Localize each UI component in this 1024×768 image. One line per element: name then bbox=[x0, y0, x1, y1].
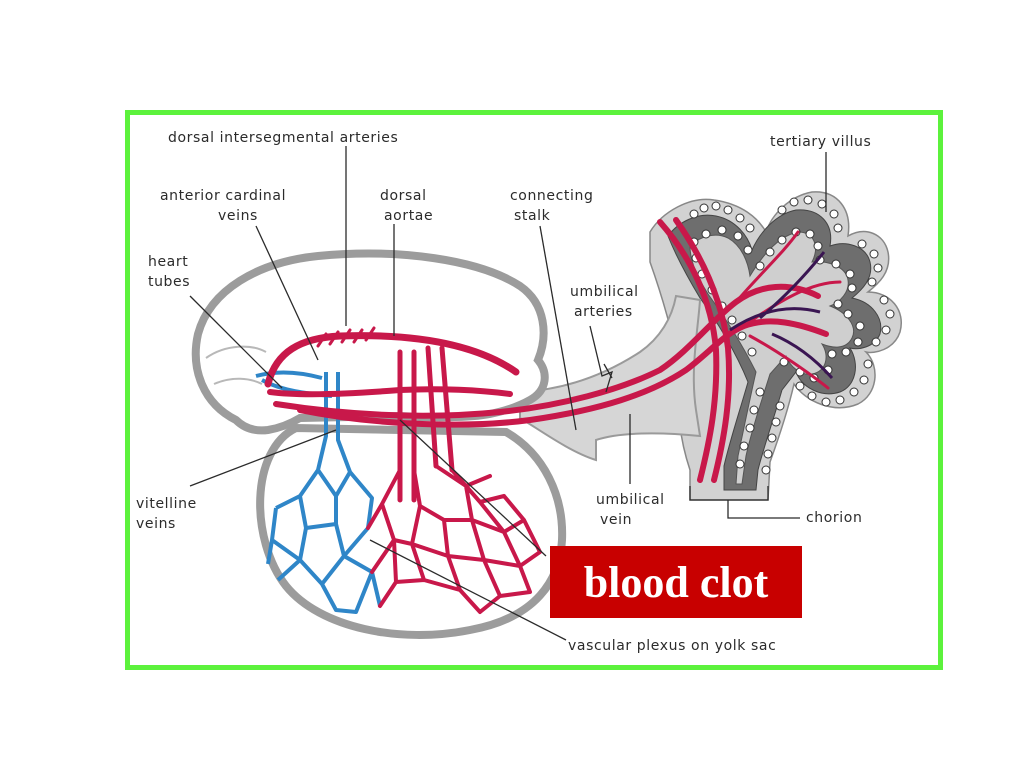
label-vitelline-veins-line2: veins bbox=[136, 516, 176, 532]
label-vitelline-veins-line1: vitelline bbox=[136, 496, 197, 512]
labels: dorsal intersegmental arteries anterior … bbox=[136, 130, 871, 654]
label-anterior-cardinal-veins-line1: anterior cardinal bbox=[160, 188, 286, 204]
label-connecting-stalk-line1: connecting bbox=[510, 188, 593, 204]
label-dorsal-aortae-line2: aortae bbox=[384, 208, 433, 224]
yolk-sac bbox=[256, 423, 567, 639]
label-dorsal-intersegmental-arteries: dorsal intersegmental arteries bbox=[168, 130, 398, 146]
blood-clot-callout: blood clot bbox=[550, 546, 802, 618]
label-tertiary-villus: tertiary villus bbox=[770, 134, 871, 150]
blood-clot-callout-text: blood clot bbox=[583, 557, 769, 607]
umbilical-artery-vessel-1 bbox=[273, 283, 821, 419]
label-connecting-stalk-line2: stalk bbox=[514, 208, 551, 224]
embryo-body bbox=[191, 249, 549, 435]
label-umbilical-vein-line1: umbilical bbox=[596, 492, 665, 508]
leader-lines bbox=[189, 146, 827, 641]
label-heart-tubes-line2: tubes bbox=[148, 274, 190, 290]
villus-dark-vessel bbox=[729, 251, 834, 379]
intersegmental-hatching bbox=[316, 326, 376, 348]
arterial-network bbox=[264, 217, 842, 614]
label-anterior-cardinal-veins-line2: veins bbox=[218, 208, 258, 224]
umbilical-artery-vessel-2 bbox=[297, 318, 829, 428]
label-heart-tubes-line1: heart bbox=[148, 254, 188, 270]
label-umbilical-vein-line2: vein bbox=[600, 512, 632, 528]
label-dorsal-aortae-line1: dorsal bbox=[380, 188, 427, 204]
head-fold bbox=[205, 345, 267, 385]
umbilical-vein-vessel bbox=[657, 217, 733, 483]
label-umbilical-arteries-line1: umbilical bbox=[570, 284, 639, 300]
label-umbilical-arteries-line2: arteries bbox=[574, 304, 633, 320]
label-chorion: chorion bbox=[806, 510, 862, 526]
label-vascular-plexus-on-yolk-sac: vascular plexus on yolk sac bbox=[568, 638, 776, 654]
